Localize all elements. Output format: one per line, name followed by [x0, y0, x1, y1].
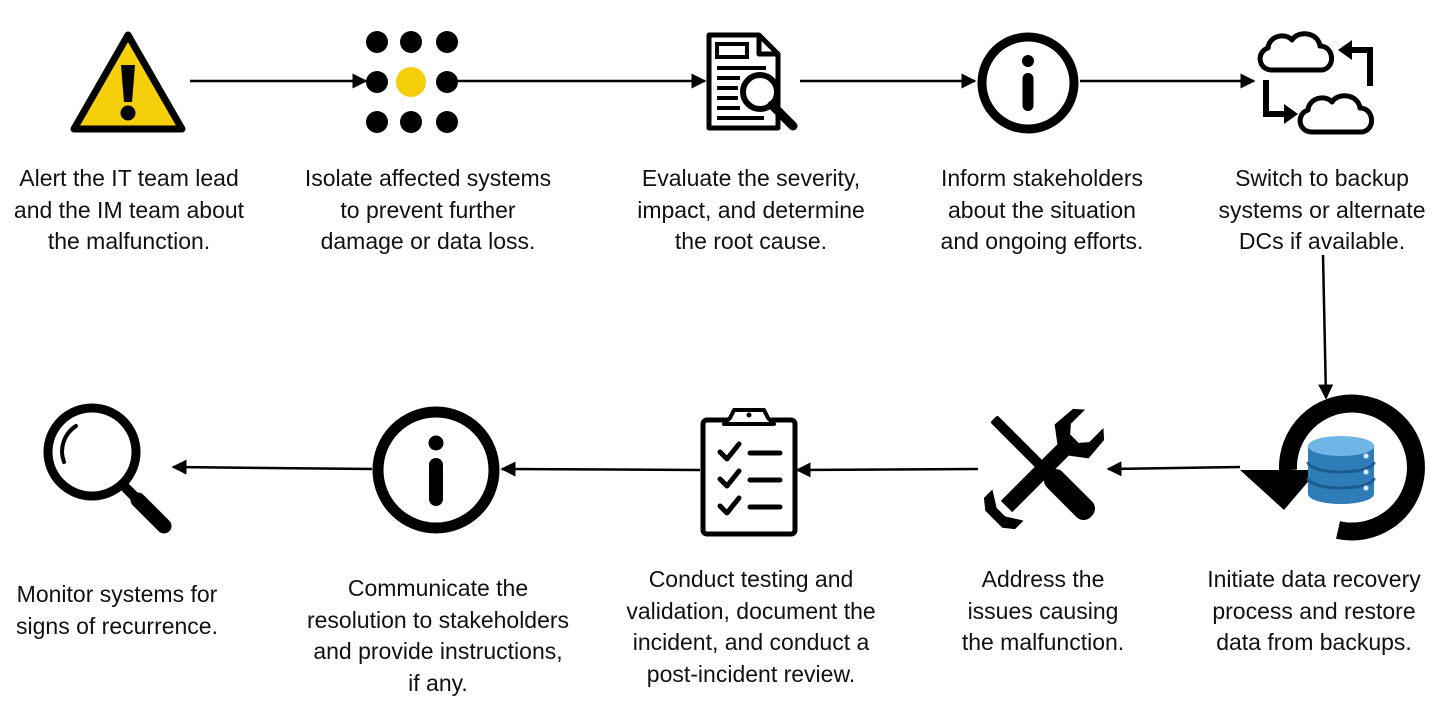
- arrow-recover-to-address: [1106, 461, 1241, 477]
- label-line: if any.: [408, 669, 468, 696]
- step-label-inform: Inform stakeholders about the situation …: [941, 163, 1144, 258]
- label-line: Communicate the: [347, 575, 529, 601]
- step-label-address: Address the issues causing the malfuncti…: [962, 564, 1124, 659]
- step-label-monitor: Monitor systems for signs of recurrence.: [16, 579, 218, 642]
- label-line: validation, document the: [626, 597, 876, 624]
- label-line: Initiate data recovery: [1207, 566, 1421, 592]
- label-line: data from backups.: [1216, 629, 1412, 655]
- label-line: the malfunction.: [47, 228, 211, 254]
- label-line: impact, and determine: [637, 196, 865, 223]
- label-line: and provide instructions,: [313, 638, 563, 664]
- label-line: the malfunction.: [961, 629, 1125, 655]
- arrow-communicate-to-monitor: [171, 459, 373, 475]
- label-line: post-incident review.: [646, 660, 856, 687]
- label-line: signs of recurrence.: [16, 612, 218, 639]
- label-line: Address the: [981, 566, 1105, 592]
- cloud-switch-icon: [1252, 28, 1378, 138]
- label-line: resolution to stakeholders: [306, 606, 570, 633]
- label-line: Monitor systems for: [16, 581, 218, 607]
- label-line: about the situation: [948, 196, 1136, 223]
- checklist-icon: [696, 404, 802, 540]
- info-icon: [976, 31, 1080, 135]
- label-line: Isolate affected systems: [304, 165, 552, 191]
- label-line: to prevent further: [340, 196, 516, 223]
- label-line: damage or data loss.: [320, 228, 536, 254]
- step-label-switch: Switch to backup systems or alternate DC…: [1218, 163, 1425, 258]
- dot-grid-icon: [366, 31, 460, 133]
- step-label-recover: Initiate data recovery process and resto…: [1207, 564, 1421, 659]
- arrow-switch-to-recover: [1318, 254, 1334, 400]
- tools-icon: [976, 404, 1112, 534]
- label-line: incident, and conduct a: [632, 629, 870, 655]
- step-label-isolate: Isolate affected systems to prevent furt…: [305, 163, 551, 258]
- label-line: Inform stakeholders: [941, 165, 1143, 191]
- label-line: issues causing: [967, 597, 1119, 624]
- label-line: systems or alternate: [1218, 196, 1426, 223]
- arrow-testing-to-communicate: [500, 461, 701, 477]
- label-line: Evaluate the severity,: [641, 165, 861, 191]
- label-line: Alert the IT team lead: [19, 165, 239, 191]
- arrow-address-to-testing: [795, 462, 979, 478]
- info-icon: [371, 405, 501, 535]
- label-line: process and restore: [1212, 597, 1416, 624]
- label-line: Conduct testing and: [648, 566, 854, 592]
- label-line: and the IM team about: [13, 196, 245, 223]
- warning-icon: [66, 27, 190, 137]
- magnifier-icon: [42, 402, 174, 534]
- label-line: the root cause.: [674, 228, 828, 254]
- label-line: and ongoing efforts.: [940, 228, 1144, 254]
- document-search-icon: [704, 32, 800, 132]
- database-restore-icon: [1238, 394, 1425, 541]
- step-label-evaluate: Evaluate the severity, impact, and deter…: [637, 163, 865, 258]
- label-line: Switch to backup: [1235, 165, 1409, 191]
- step-label-testing: Conduct testing and validation, document…: [626, 564, 875, 690]
- step-label-communicate: Communicate the resolution to stakeholde…: [307, 573, 569, 699]
- label-line: DCs if available.: [1238, 228, 1406, 254]
- step-label-alert: Alert the IT team lead and the IM team a…: [14, 163, 244, 258]
